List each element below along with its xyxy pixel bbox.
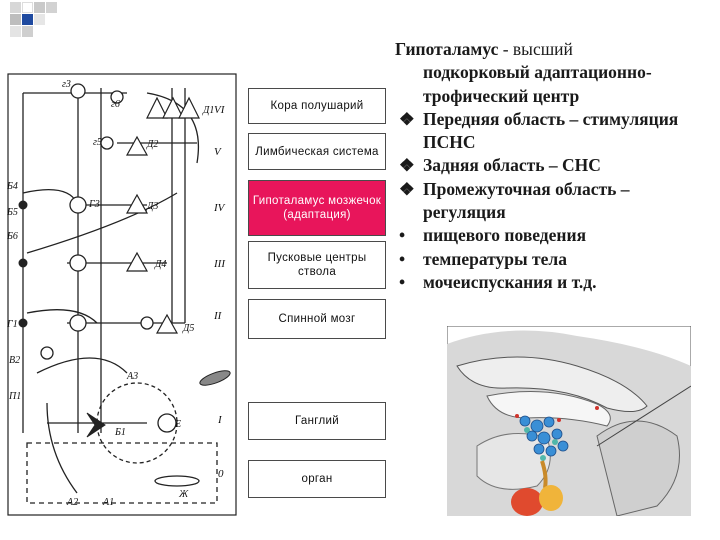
svg-text:А3: А3 (126, 371, 138, 382)
box-spinal-cord: Спинной мозг (248, 299, 386, 339)
svg-text:В2: В2 (9, 355, 20, 366)
svg-text:II: II (213, 310, 223, 322)
dot-bullet-icon: • (399, 248, 406, 269)
svg-text:Б6: Б6 (7, 231, 18, 242)
svg-text:г3: г3 (62, 79, 71, 90)
svg-text:Д3: Д3 (146, 201, 158, 212)
box-limbic-system: Лимбическая система (248, 133, 386, 170)
text-column: Гипоталамус - высший подкорковый адаптац… (395, 38, 715, 294)
diamond-bullet-icon: ❖ (399, 155, 415, 176)
svg-text:П1: П1 (8, 391, 21, 402)
box-brainstem-centers: Пусковые центры ствола (248, 241, 386, 289)
title-line-3: трофический центр (423, 85, 580, 106)
box-organ: орган (248, 460, 386, 498)
list-item: • пищевого поведения (395, 224, 715, 247)
list-item: ❖ Задняя область – СНС (395, 154, 715, 177)
dot-bullet-icon: • (399, 271, 406, 292)
svg-text:VI: VI (214, 104, 226, 116)
title-rest: - высший (498, 39, 573, 59)
svg-text:III: III (213, 258, 226, 270)
svg-text:Е: Е (174, 419, 181, 430)
svg-text:Г1: Г1 (7, 319, 18, 330)
box-ganglion: Ганглий (248, 402, 386, 440)
list-item: ❖ Промежуточная область – регуляция (399, 178, 630, 223)
svg-text:Д4: Д4 (154, 259, 166, 270)
svg-text:Г3: Г3 (88, 199, 100, 210)
svg-text:г6: г6 (111, 99, 120, 110)
list-item: • мочеиспускания и т.д. (395, 271, 715, 294)
svg-text:г5: г5 (93, 137, 102, 148)
svg-text:Б5: Б5 (7, 207, 18, 218)
svg-text:Ж: Ж (178, 489, 189, 500)
slide-title: Гипоталамус - высший (395, 38, 715, 61)
list-item: • температуры тела (395, 248, 715, 271)
title-keyword: Гипоталамус (395, 39, 499, 59)
title-line-2: подкорковый адаптационно- (423, 62, 652, 83)
svg-text:IV: IV (213, 202, 226, 214)
svg-text:Д2: Д2 (146, 139, 158, 150)
brain-illustration (446, 325, 692, 517)
svg-text:Б1: Б1 (114, 427, 126, 438)
svg-text:I: I (217, 414, 223, 426)
list-item: ❖ Передняя область – стимуляция ПСНС (399, 108, 679, 153)
svg-text:А2: А2 (66, 497, 78, 508)
dot-bullet-icon: • (399, 225, 406, 246)
brain-sagittal-diagram (446, 325, 692, 517)
box-hypothalamus-highlighted: Гипоталамус мозжечок (адаптация) (248, 180, 386, 236)
svg-text:Д1: Д1 (202, 105, 214, 116)
box-cortex: Кора полушарий (248, 88, 386, 124)
svg-text:Д5: Д5 (182, 323, 194, 334)
svg-text:А1: А1 (102, 497, 114, 508)
diamond-bullet-icon: ❖ (399, 178, 415, 199)
diamond-bullet-icon: ❖ (399, 108, 415, 129)
svg-text:Б4: Б4 (7, 181, 18, 192)
svg-text:V: V (214, 146, 222, 158)
svg-text:0: 0 (218, 468, 224, 480)
